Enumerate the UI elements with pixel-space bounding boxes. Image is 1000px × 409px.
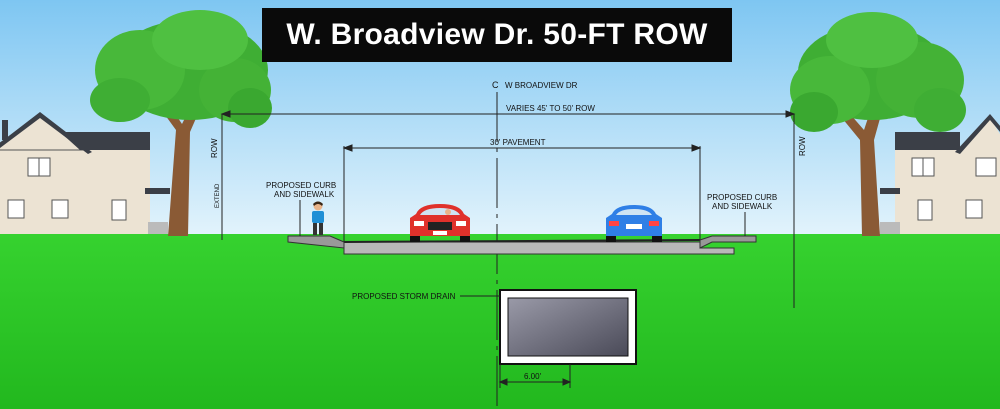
curb-right-label-line2: AND SIDEWALK (712, 202, 773, 211)
tree-right (790, 12, 966, 236)
curb-sidewalk-left (287, 235, 345, 249)
centerline-symbol: C (492, 80, 499, 90)
pavement-width-label: 30' PAVEMENT (490, 138, 546, 147)
left-vertical-label: EXTEND (215, 183, 221, 208)
curb-left-label-line1: PROPOSED CURB (266, 181, 336, 190)
centerline-label: W BROADVIEW DR (505, 81, 578, 90)
curb-sidewalk-right (699, 235, 757, 249)
car-red (410, 204, 470, 242)
house-left (0, 112, 170, 234)
title-banner: W. Broadview Dr. 50-FT ROW (262, 8, 732, 62)
row-dimension (220, 110, 796, 308)
car-blue (606, 205, 662, 242)
row-left-label: ROW (210, 138, 219, 158)
drain-dimension (498, 364, 572, 388)
pavement-dimension (342, 144, 702, 244)
curb-right-label-line1: PROPOSED CURB (707, 193, 777, 202)
storm-drain (499, 289, 637, 365)
page-title: W. Broadview Dr. 50-FT ROW (286, 18, 708, 51)
row-width-label: VARIES 45' TO 50' ROW (506, 104, 595, 113)
house-right (880, 114, 1000, 234)
drain-width-label: 6.00' (524, 372, 542, 381)
storm-drain-label: PROPOSED STORM DRAIN (352, 292, 456, 301)
curb-left-label-line2: AND SIDEWALK (274, 190, 335, 199)
tree-left (90, 10, 272, 236)
pedestrian (312, 201, 324, 235)
road-surface (343, 239, 735, 255)
row-right-label: ROW (798, 136, 807, 156)
